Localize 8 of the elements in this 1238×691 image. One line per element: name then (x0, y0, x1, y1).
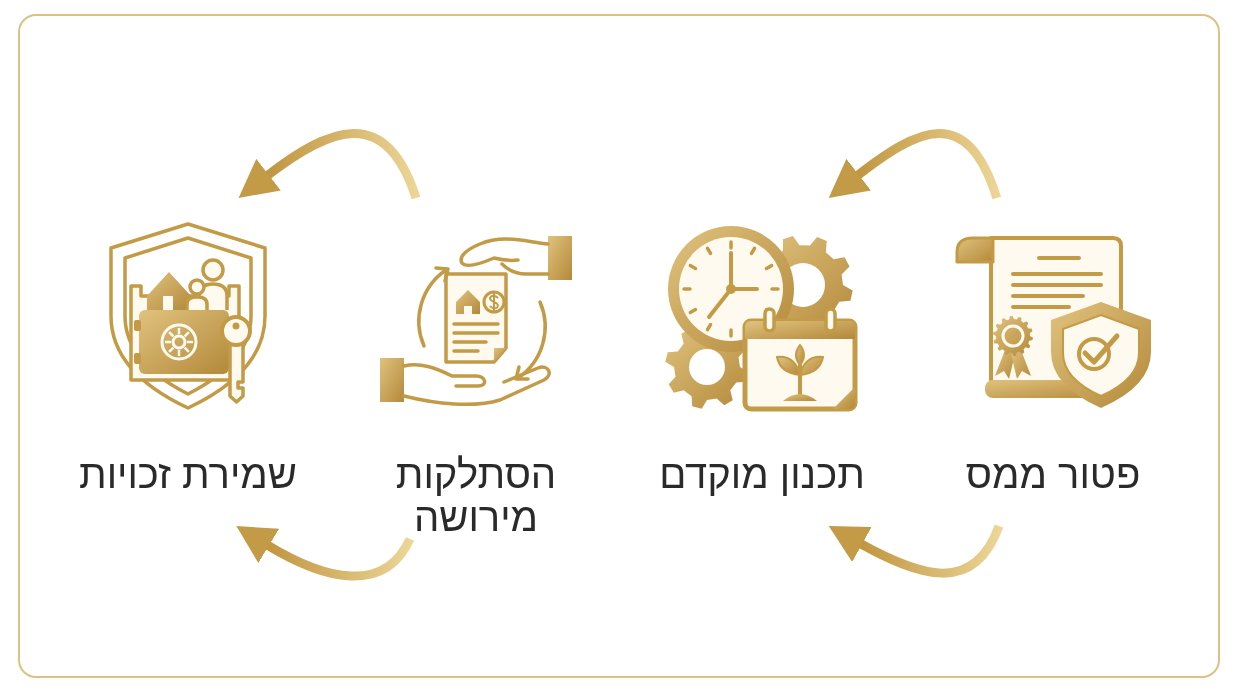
curved-arrow (238, 129, 421, 200)
curved-arrow (235, 526, 414, 581)
curved-arrow (828, 129, 1002, 200)
step-label: שמירת זכויות (79, 453, 297, 496)
curved-arrow (828, 524, 1004, 578)
step-label: תכנון מוקדם (659, 453, 865, 496)
step-label: הסתלקות מירושה (394, 453, 558, 539)
step-label: פטור ממס (965, 453, 1141, 496)
